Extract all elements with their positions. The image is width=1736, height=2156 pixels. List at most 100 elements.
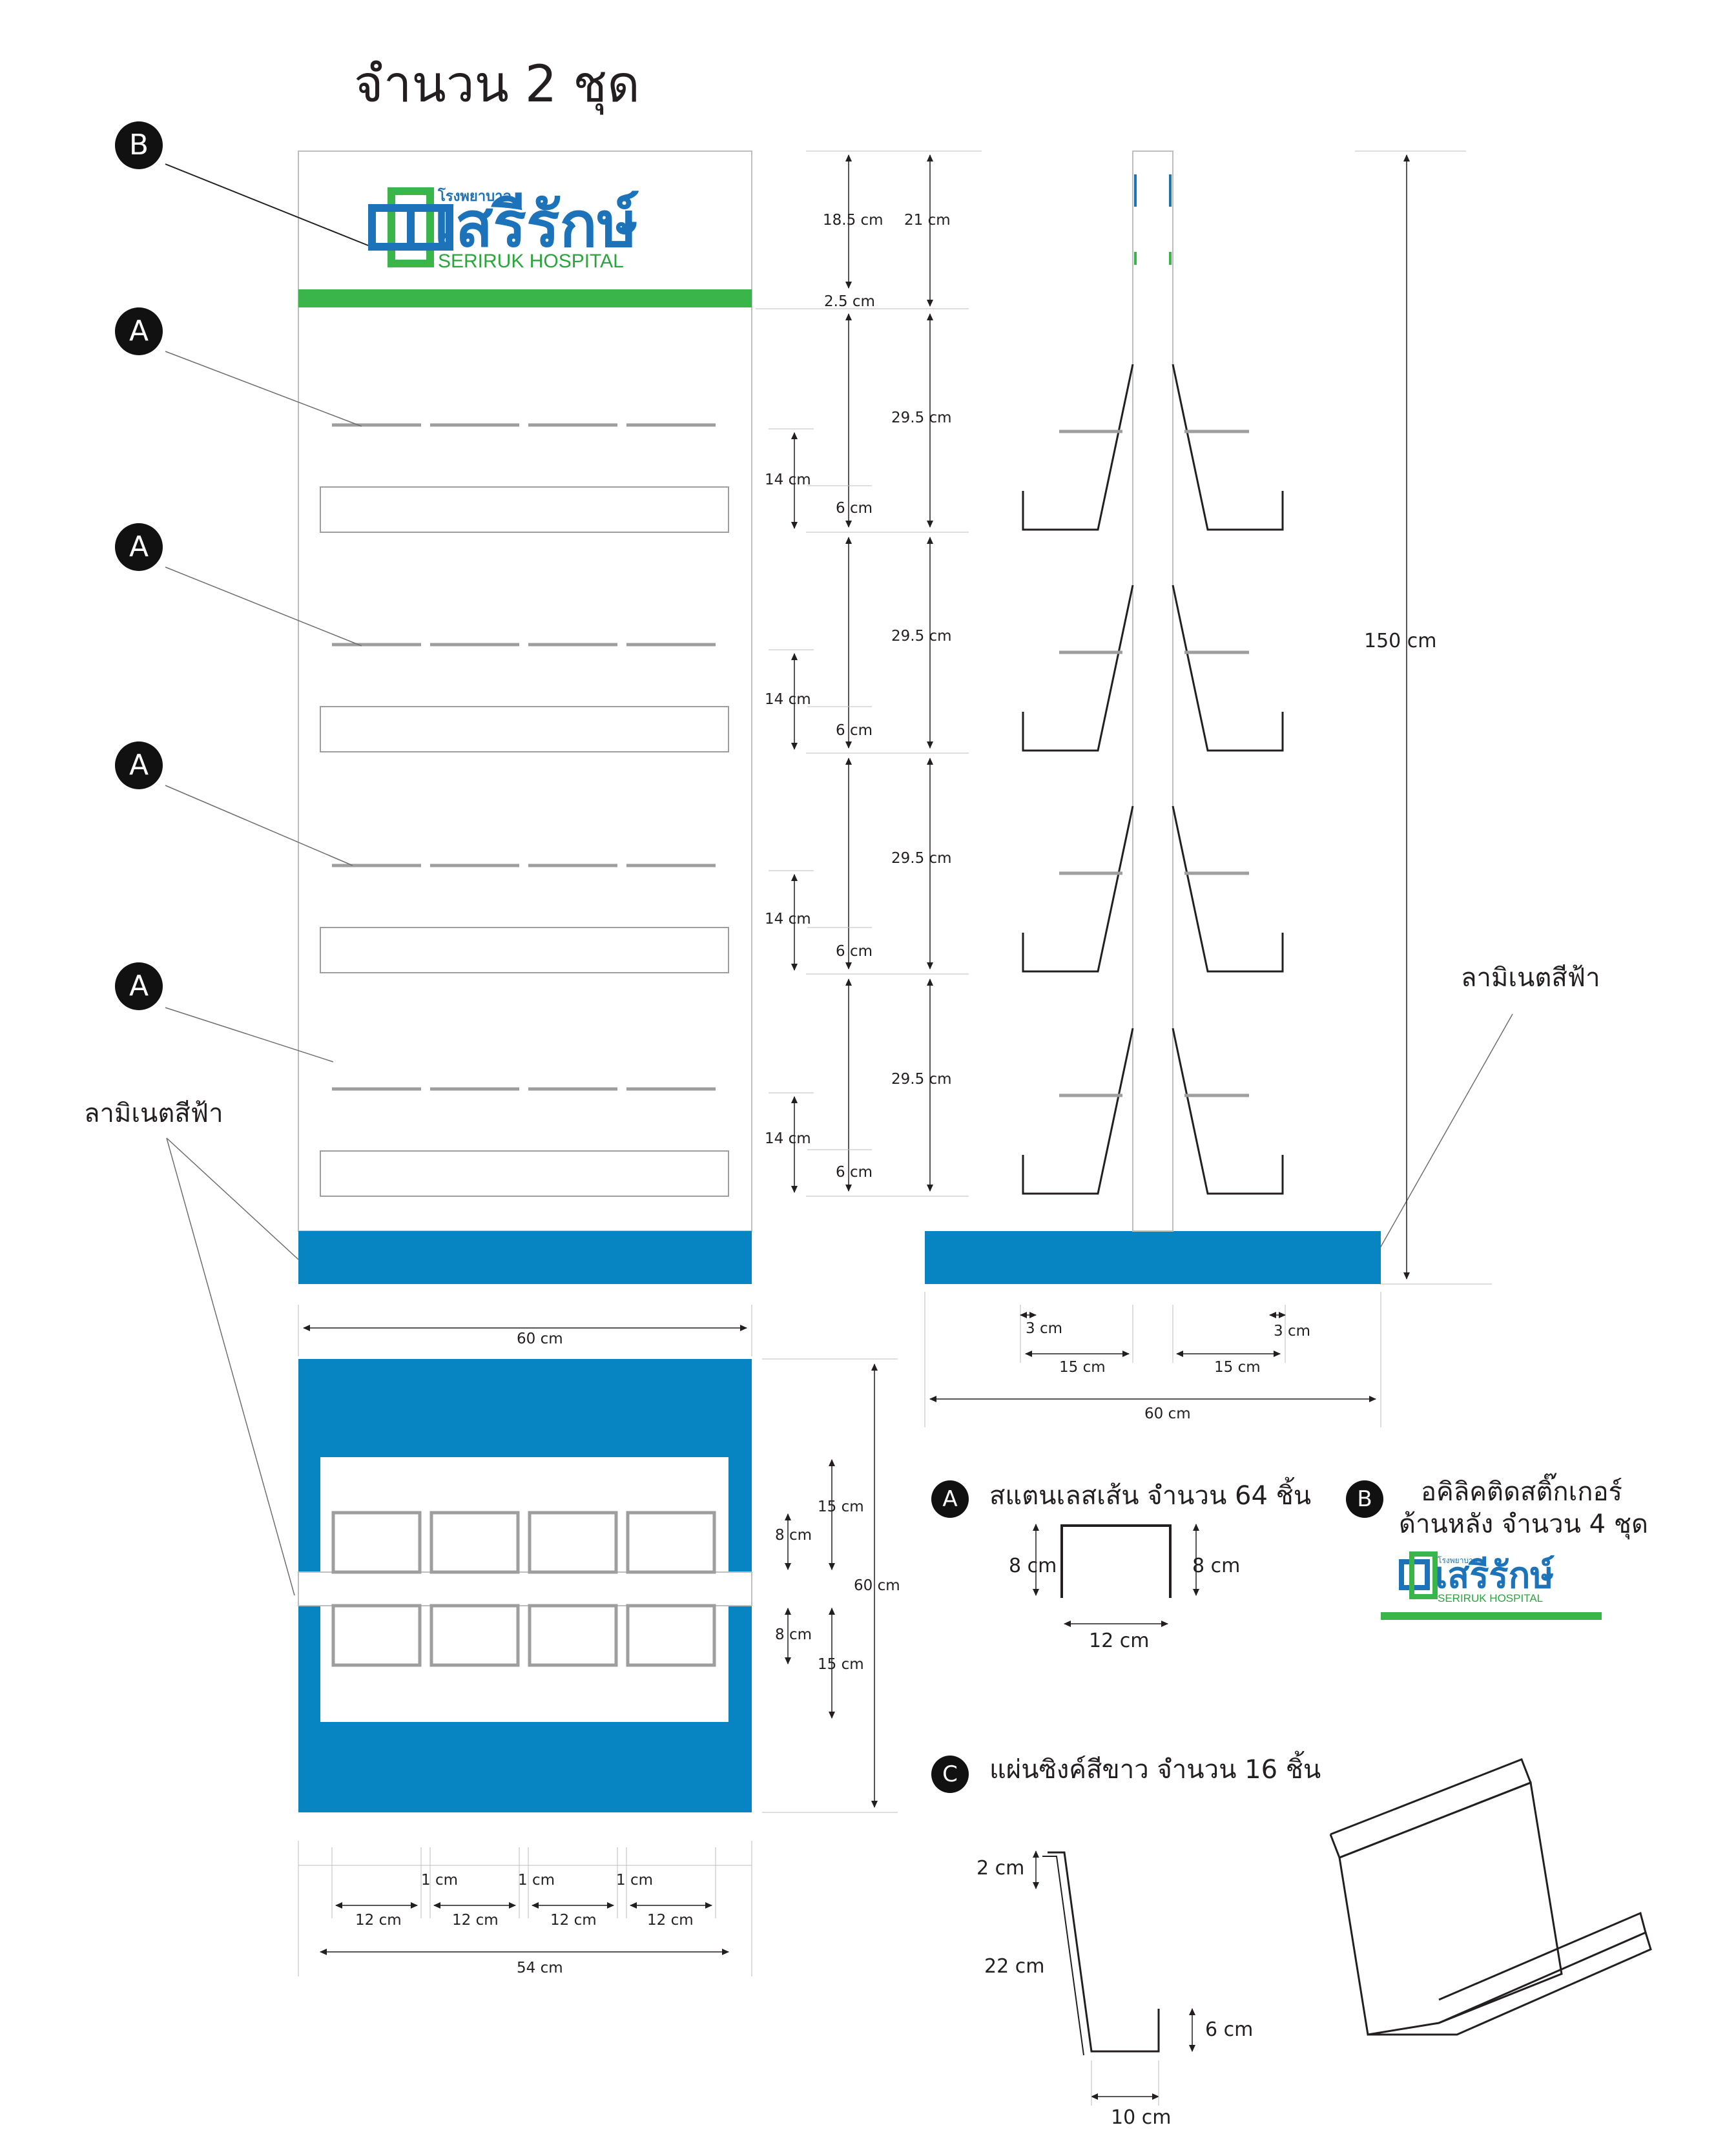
part-c-dim-6: 6 cm [1205, 2018, 1254, 2041]
part-c-description: แผ่นซิงค์สีขาว จำนวน 16 ชิ้น [989, 1755, 1321, 1785]
part-a-badge: A [931, 1480, 969, 1518]
part-b-green-stripe [1381, 1612, 1602, 1620]
logo-english-name: SERIRUK HOSPITAL [438, 251, 624, 272]
top-cell-upper-1 [331, 1511, 422, 1574]
part-c-dim-2: 2 cm [976, 1857, 1025, 1880]
laminate-label-right: ลามิเนตสีฟ้า [1461, 963, 1600, 993]
part-c-profile-inner [1042, 1856, 1084, 2056]
page-title: จำนวน 2 ชุด [354, 56, 640, 114]
side-holder-left-1 [1022, 364, 1134, 531]
leader-a-2 [165, 566, 362, 647]
logo-thai-name: เสรีรักษ์ [434, 189, 638, 261]
leader-a-4 [165, 1007, 334, 1062]
side-holder-right-4 [1172, 1028, 1284, 1195]
side-holder-right-1 [1172, 364, 1284, 531]
side-holder-left-2 [1022, 585, 1134, 752]
part-c-dim-22: 22 cm [984, 1955, 1045, 1978]
top-view [298, 1359, 752, 1812]
part-a-description: สแตนเลสเส้น จำนวน 64 ชิ้น [989, 1481, 1312, 1511]
part-c-iso-body [1338, 1857, 1647, 2036]
dim-top-15-upper: 15 cm [818, 1498, 864, 1515]
dim-gap-1-1: 1 cm [421, 1872, 458, 1889]
dim-6-2: 6 cm [836, 722, 873, 739]
top-cell-lower-4 [626, 1604, 716, 1667]
leader-laminate-right [1369, 1013, 1513, 1268]
top-cell-upper-3 [528, 1511, 618, 1574]
leader-a-3 [165, 785, 353, 866]
dim-side-3-right: 3 cm [1274, 1323, 1310, 1340]
dim-29-5-3: 29.5 cm [891, 850, 952, 867]
leader-laminate-left-1 [166, 1137, 299, 1260]
logo-small-text: โรงพยาบาล [438, 189, 512, 205]
dim-side-15-left: 15 cm [1059, 1359, 1106, 1376]
top-cell-lower-1 [331, 1604, 422, 1667]
leader-b [165, 163, 369, 246]
dim-gap-1-2: 1 cm [518, 1872, 555, 1889]
acrylic-pocket-2 [320, 706, 729, 752]
dim-6-1: 6 cm [836, 500, 873, 517]
part-details [1033, 1524, 1652, 2106]
dim-top-8-upper: 8 cm [775, 1527, 812, 1544]
callout-a-badge-3: A [115, 741, 163, 789]
dim-front-width-60: 60 cm [517, 1331, 563, 1347]
acrylic-pocket-3 [320, 927, 729, 973]
dim-2-5: 2.5 cm [824, 293, 875, 310]
dim-14-1: 14 cm [765, 472, 811, 488]
dim-side-3-left: 3 cm [1026, 1320, 1062, 1337]
callout-a-badge-2: A [115, 523, 163, 571]
dim-14-2: 14 cm [765, 691, 811, 708]
dim-side-15-right: 15 cm [1214, 1359, 1261, 1376]
part-c-iso-front-lip [1368, 1932, 1652, 2036]
top-cell-upper-2 [429, 1511, 520, 1574]
callout-a-badge-1: A [115, 307, 163, 355]
dim-cell-12-2: 12 cm [452, 1912, 499, 1929]
logo-icon-bar-blue [368, 204, 453, 251]
front-view [165, 150, 1513, 1596]
front-panel-outline [298, 150, 752, 1232]
dim-18-5: 18.5 cm [823, 212, 884, 229]
side-holder-left-3 [1022, 805, 1134, 973]
acrylic-pocket-4 [320, 1150, 729, 1197]
dim-14-4: 14 cm [765, 1130, 811, 1147]
dim-29-5-4: 29.5 cm [891, 1071, 952, 1088]
part-b-logo-thai: เสรีรักษ์ [1435, 1555, 1555, 1597]
dim-total-height-150: 150 cm [1364, 630, 1437, 652]
part-c-badge: C [931, 1756, 969, 1793]
dim-top-8-lower: 8 cm [775, 1626, 812, 1643]
dim-side-60: 60 cm [1144, 1405, 1191, 1422]
acrylic-pocket-1 [320, 486, 729, 533]
callout-a-badge-4: A [115, 962, 163, 1010]
part-c-profile-outer [1048, 1851, 1160, 2053]
side-holder-right-3 [1172, 805, 1284, 973]
top-cell-lower-3 [528, 1604, 618, 1667]
laminate-label-left: ลามิเนตสีฟ้า [84, 1099, 223, 1128]
top-cell-lower-2 [429, 1604, 520, 1667]
part-c-dim-10: 10 cm [1111, 2106, 1172, 2129]
leader-laminate-left-2 [166, 1137, 295, 1596]
dim-6-4: 6 cm [836, 1164, 873, 1181]
leader-a-1 [165, 351, 362, 427]
part-c-iso-back [1339, 1781, 1563, 2024]
blue-laminate-base-side [925, 1231, 1381, 1284]
part-a-width: 12 cm [1089, 1630, 1150, 1652]
dim-cell-12-3: 12 cm [550, 1912, 597, 1929]
side-center-board [1132, 150, 1173, 1232]
dimension-lines [298, 150, 1492, 1976]
dim-14-3: 14 cm [765, 911, 811, 928]
callout-b-badge: B [115, 121, 163, 169]
top-cell-upper-4 [626, 1511, 716, 1574]
dim-top-15-lower: 15 cm [818, 1656, 864, 1673]
side-view [925, 150, 1381, 1284]
dim-gap-1-3: 1 cm [616, 1872, 653, 1889]
dim-6-3: 6 cm [836, 943, 873, 960]
dim-inner-54: 54 cm [517, 1960, 563, 1976]
logo-icon-square-green [388, 187, 434, 267]
dim-top-60: 60 cm [854, 1577, 900, 1594]
part-b-logo-small-text: โรงพยาบาล [1438, 1556, 1478, 1565]
part-b-logo-english: SERIRUK HOSPITAL [1438, 1592, 1544, 1604]
part-b-line1: อคิลิคติดสติ๊กเกอร์ [1421, 1477, 1623, 1507]
part-a-height-right: 8 cm [1192, 1555, 1241, 1577]
part-a-bracket [1060, 1524, 1172, 1598]
dim-cell-12-4: 12 cm [647, 1912, 694, 1929]
